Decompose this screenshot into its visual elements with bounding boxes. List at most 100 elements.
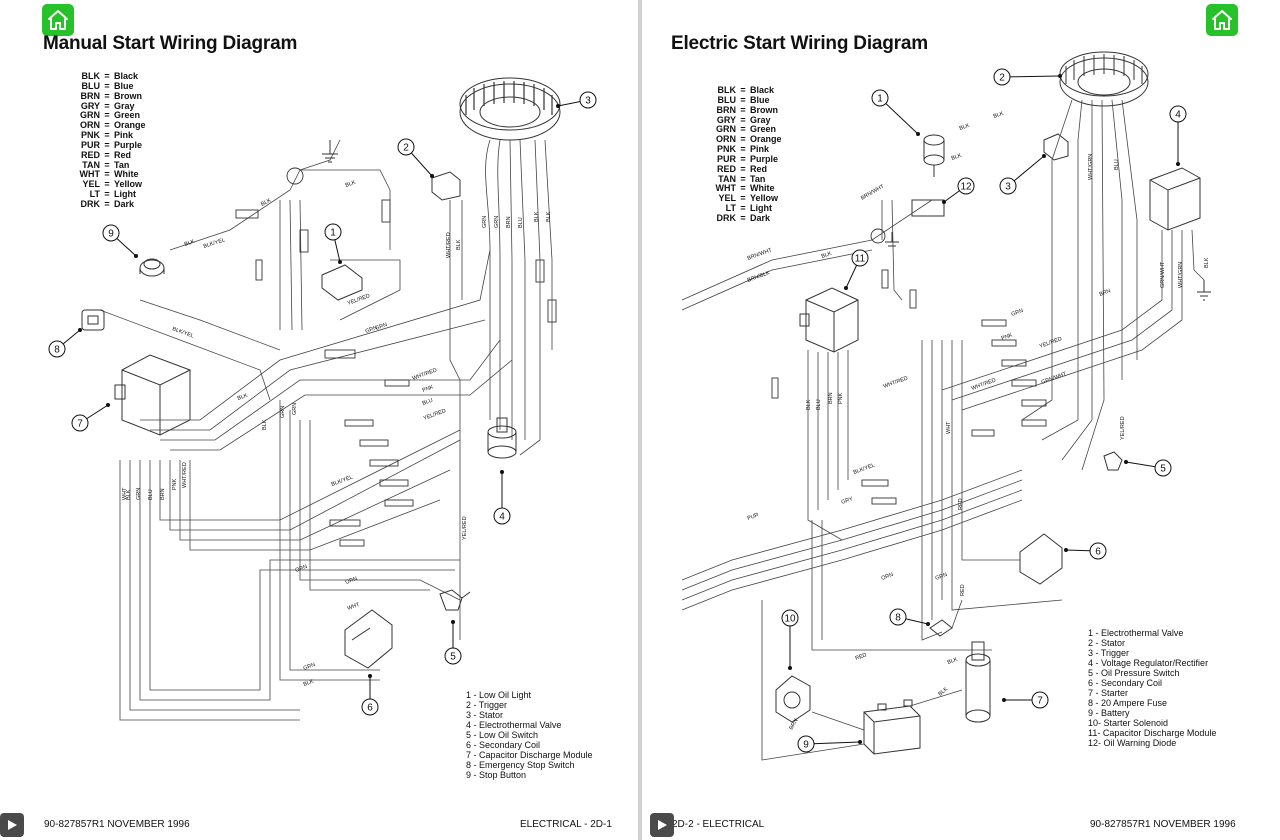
wire-label: BLK/YEL (203, 237, 226, 250)
legend-code: TAN (82, 159, 100, 170)
legend-code: PUR (716, 153, 736, 164)
wire-label: BLU (148, 489, 154, 500)
wire-label: BLK (546, 211, 552, 222)
parts-list-item: 11- Capacitor Discharge Module (1088, 728, 1217, 738)
legend-equals: = (104, 169, 110, 180)
parts-list-item: 9 - Stop Button (466, 770, 527, 780)
callout-number: 8 (895, 613, 901, 624)
wire-label: BRN/BLK (747, 270, 771, 284)
callout-number: 7 (77, 419, 83, 430)
trigger-component (431, 171, 461, 201)
legend-code: DRK (716, 212, 737, 223)
legend-code: TAN (718, 173, 736, 184)
legend-code: ORN (80, 120, 100, 131)
callout-11: 11 (844, 249, 869, 290)
ground-symbol (322, 140, 338, 163)
wire-label: GRN (303, 662, 317, 672)
legend-row: ORN=Orange (702, 134, 782, 145)
wire-label: ORN (881, 572, 895, 582)
legend-row: PUR=Purple (702, 153, 782, 165)
wire-label: ORN (345, 576, 359, 586)
parts-list-item: 7 - Capacitor Discharge Module (466, 750, 593, 760)
callout-2: 2 (397, 138, 434, 178)
callout-number: 10 (784, 614, 796, 625)
starter-component (965, 641, 991, 723)
callout-number: 9 (108, 229, 114, 240)
wire-label: PUR (747, 512, 760, 522)
callout-number: 6 (367, 703, 373, 714)
legend-equals: = (104, 120, 110, 131)
legend-color-name: Purple (114, 139, 143, 150)
wire-label: PNK (172, 478, 178, 490)
parts-list-item: 6 - Secondary Coil (466, 740, 541, 750)
legend-equals: = (740, 203, 746, 214)
play-arrow-icon (8, 820, 17, 830)
wire-label: BLU (518, 217, 524, 228)
legend-row: PNK=Pink (702, 144, 782, 155)
next-page-button[interactable] (650, 813, 674, 837)
legend-code: LT (89, 189, 100, 200)
wire-label: BLK (951, 153, 963, 162)
legend-code: GRN (80, 110, 100, 121)
home-icon (1212, 10, 1232, 30)
wire-label: BLU (1114, 159, 1120, 170)
emergency-stop-switch-component (81, 309, 105, 331)
electrothermal-valve-component (923, 134, 945, 177)
parts-list-item: 8 - 20 Ampere Fuse (1088, 698, 1168, 708)
legend-color-name: Yellow (750, 193, 779, 204)
parts-list-item: 6 - Secondary Coil (1088, 678, 1163, 688)
home-button[interactable] (1206, 4, 1238, 36)
prev-page-button[interactable] (0, 813, 24, 837)
legend-color-name: Red (114, 149, 132, 160)
legend-color-name: Black (750, 85, 775, 95)
legend-row: GRN=Green (702, 125, 782, 135)
parts-list-item: 2 - Trigger (466, 700, 508, 710)
cd-module-component (799, 287, 859, 353)
wire-label: GRN (375, 322, 389, 332)
legend-equals: = (740, 134, 746, 145)
callout-9: 9 (102, 224, 138, 258)
legend-code: WHT (79, 169, 101, 180)
legend-row: GRY=Gray (66, 100, 146, 112)
callout-6: 6 (361, 674, 379, 716)
legend-color-name: Tan (750, 173, 766, 184)
legend-color-name: Gray (114, 100, 135, 111)
wire-label: BLK (456, 239, 462, 250)
callout-5: 5 (1124, 459, 1172, 477)
wire-label: RED (855, 652, 868, 662)
wire-label: WHT (122, 487, 128, 500)
callout-10: 10 (781, 609, 799, 670)
wire-label: BLK (345, 180, 357, 189)
wire-label: WHT (946, 421, 952, 434)
wire-label: BLK (303, 679, 315, 688)
callout-7: 7 (71, 403, 110, 432)
play-arrow-icon (658, 820, 667, 830)
legend-color-name: Purple (750, 153, 779, 164)
callout-number: 5 (450, 652, 456, 663)
legend-equals: = (104, 110, 110, 121)
legend-color-name: White (750, 183, 775, 194)
parts-list-item: 10- Starter Solenoid (1088, 718, 1169, 728)
wire-label: BRN (828, 392, 834, 404)
legend-color-name: Green (114, 110, 141, 121)
legend-color-name: Brown (750, 104, 778, 115)
callout-number: 9 (803, 740, 809, 751)
home-button[interactable] (42, 4, 74, 36)
home-icon (48, 10, 68, 30)
callout-4: 4 (1169, 105, 1187, 166)
wire-label: BRN/WHT (860, 183, 886, 201)
legend-row: RED=Red (66, 149, 146, 161)
wire-label: BLK (993, 111, 1005, 120)
callout-1: 1 (871, 89, 920, 136)
legend-code: BLK (81, 71, 101, 81)
wire-label: BLK (937, 686, 949, 697)
callout-12: 12 (942, 177, 975, 204)
legend-equals: = (104, 189, 110, 200)
parts-list-item: 4 - Electrothermal Valve (466, 720, 562, 730)
parts-list-item: 2 - Stator (1088, 638, 1126, 648)
wire-label: BLK (126, 489, 132, 500)
wire-label: WHT (347, 602, 361, 612)
